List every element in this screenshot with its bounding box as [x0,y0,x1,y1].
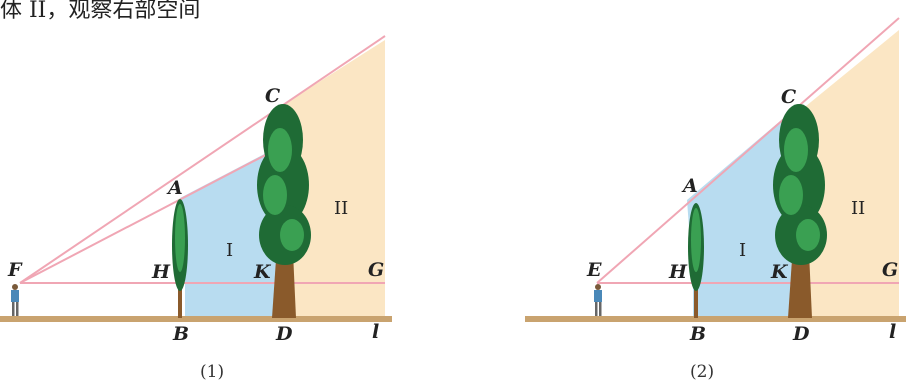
label-D: D [275,323,293,345]
label-A: A [681,175,698,197]
figure-1: F H K G A C B D l I II (1) [0,35,392,382]
small-tree [172,199,188,318]
label-G: G [368,259,384,281]
figure-caption: (2) [690,362,714,382]
large-tree [773,104,827,318]
sight-line-F-C [19,35,386,284]
label-K: K [770,261,789,283]
header-text: 体 II，观察右部空间 [0,0,201,23]
observer-figure [594,284,602,316]
region-label-I: I [739,240,746,261]
large-tree [257,104,311,318]
label-H: H [151,261,171,283]
label-C: C [781,86,796,108]
figure-caption: (1) [200,362,224,382]
label-H: H [668,261,688,283]
sight-line-F-A [19,149,276,284]
label-C: C [265,85,280,107]
label-G: G [882,259,898,281]
figure-2: E H K G A C B D l I II (2) [525,17,906,382]
label-B: B [172,323,189,345]
label-B: B [689,323,706,345]
label-l: l [889,321,896,343]
label-l: l [372,321,379,343]
observer-figure [11,284,19,316]
sight-line-E-C [596,17,900,284]
small-tree [688,203,704,318]
region-I [687,105,805,318]
label-E: E [586,259,602,281]
label-D: D [792,323,810,345]
ground-line [0,316,392,322]
ground-line [525,316,906,322]
region-label-II: II [851,198,865,219]
region-label-II: II [334,198,348,219]
region-label-I: I [226,240,233,261]
label-F: F [7,259,23,281]
label-A: A [166,177,183,199]
label-K: K [253,261,272,283]
